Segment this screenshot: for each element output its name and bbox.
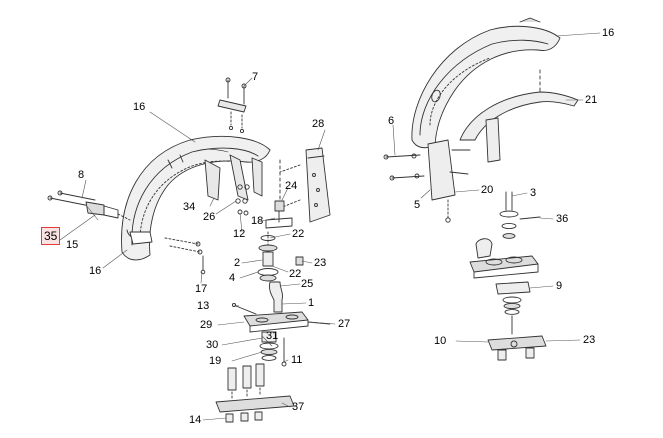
callout-24: 22 — [289, 268, 302, 280]
callout-15: 15 — [66, 239, 79, 251]
callout-11: 11 — [291, 354, 303, 366]
callout-22: 22 — [292, 228, 305, 240]
callout-10: 10 — [434, 335, 447, 347]
callout-13: 13 — [197, 300, 210, 312]
callout-36: 36 — [556, 213, 569, 225]
fender-strut — [427, 117, 501, 201]
steering-stem — [269, 281, 283, 313]
callout-29: 27 — [338, 318, 351, 330]
callout-6: 6 — [388, 115, 395, 127]
callout-21: 21 — [585, 94, 598, 106]
center-stud — [265, 200, 293, 229]
steering-stack-upper — [257, 231, 304, 282]
callout-28: 26 — [203, 211, 216, 223]
callout-8: 8 — [78, 169, 85, 181]
callout-12: 12 — [233, 228, 246, 240]
callout-16-c: 16 — [602, 27, 615, 39]
callout-30: 31 — [266, 330, 279, 342]
top-bolts — [217, 77, 247, 134]
right-upper-clamp — [469, 238, 539, 279]
callout-37: 37 — [292, 401, 305, 413]
lower-triple-clamp — [231, 302, 331, 333]
right-lower-clamp — [487, 335, 547, 361]
callout-7: 7 — [252, 71, 259, 83]
right-steering-top — [499, 191, 541, 239]
callout-32: 28 — [312, 118, 325, 130]
fender-bracket — [204, 154, 263, 201]
callout-34: 34 — [183, 201, 196, 213]
rear-bolts — [383, 153, 451, 223]
callout-2: 2 — [234, 257, 241, 269]
base-bolts — [215, 363, 295, 423]
front-fender-left — [121, 135, 271, 261]
callout-33: 30 — [206, 339, 219, 351]
callout-16-a: 16 — [133, 101, 146, 113]
leader-lines — [59, 32, 601, 421]
right-bearings — [495, 281, 531, 335]
callout-20: 20 — [481, 184, 494, 196]
callout-23: 23 — [583, 334, 596, 346]
callout-9: 9 — [556, 280, 563, 292]
number-plate — [279, 147, 331, 223]
callout-19: 19 — [209, 355, 222, 367]
side-bolts — [47, 190, 131, 221]
callout-31: 29 — [200, 319, 213, 331]
callout-1: 1 — [308, 297, 315, 309]
callout-35[interactable]: 35 — [41, 227, 61, 245]
callout-5: 5 — [414, 199, 421, 211]
callout-26: 24 — [285, 180, 298, 192]
callout-18: 18 — [251, 215, 264, 227]
callout-17: 17 — [195, 283, 208, 295]
callout-27: 25 — [301, 278, 314, 290]
callout-4: 4 — [229, 272, 236, 284]
fender-lower-bolts — [164, 237, 206, 275]
callout-14: 14 — [189, 414, 202, 426]
callout-16-b: 16 — [89, 265, 102, 277]
callout-25: 23 — [314, 257, 327, 269]
upper-fender-21 — [459, 69, 579, 141]
callout-3: 3 — [530, 187, 537, 199]
